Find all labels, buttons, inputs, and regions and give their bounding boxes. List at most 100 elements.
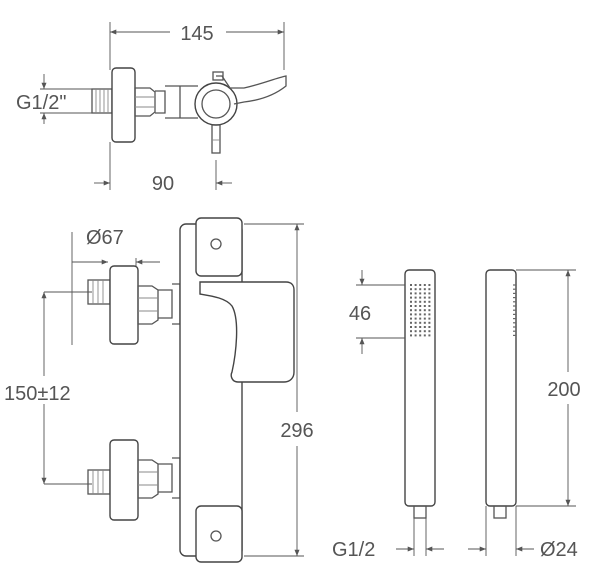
shower-diameter-label: Ø24 [540,539,578,561]
top-thread-label: G1/2" [16,92,66,114]
nozzle-dot [410,292,412,295]
nozzle-dot [423,305,426,307]
nozzle-dot [423,309,426,312]
nozzle-dot [423,296,426,299]
nozzle-dot [419,296,422,299]
nozzle-dot [419,288,422,291]
nozzle-dot [428,300,431,303]
upper-nut [137,285,159,325]
nozzle-dot [428,321,431,324]
nozzle-dot [414,288,417,291]
nozzle-dot [410,313,412,316]
lower-inlet-thread [87,469,111,495]
upper-cap-screw [210,238,222,250]
nozzle-dot [428,334,431,337]
nozzle-dot [410,284,412,286]
dim-150-label: 150±12 [4,383,71,405]
top-rosette [111,67,136,143]
nozzle-dot [423,300,426,303]
top-valve-circle [194,82,238,126]
nozzle-dot [419,300,422,303]
nozzle-dot [423,321,426,324]
dim-296-label: 296 [280,420,313,442]
nozzle-dot [423,292,426,295]
nozzle-dot [428,309,431,312]
nozzle-dot [414,296,417,299]
front-lever [199,281,295,383]
top-view: 145 G1/2" 90 [16,22,287,195]
hand-shower-front: 46 G1/2 [332,269,444,561]
nozzle-dot [419,334,422,337]
nozzle-dot [419,309,422,312]
nozzle-dot [410,288,412,291]
top-body-tube [165,85,198,119]
nozzle-dot [414,309,417,312]
nozzle-dot [428,288,431,291]
side-nozzle-ticks [513,284,516,336]
nozzle-dot [414,313,417,316]
nozzle-dot [423,284,426,286]
spray-nozzles [410,284,431,337]
nozzle-dot [410,305,412,307]
top-outlet [211,124,221,154]
nozzle-dot [414,330,417,333]
lower-rosette [109,439,139,521]
nozzle-dot [423,326,426,328]
lower-cap [195,505,243,563]
nozzle-dot [428,284,431,286]
hand-shower-front-connector [413,505,427,519]
nozzle-dot [419,313,422,316]
nozzle-dot [423,317,426,320]
nozzle-dot [414,326,417,328]
nozzle-dot [428,292,431,295]
nozzle-dot [419,321,422,324]
nozzle-dot [410,330,412,333]
nozzle-dot [414,321,417,324]
nozzle-dot [414,305,417,307]
dim-200-label: 200 [547,379,580,401]
nozzle-dot [414,317,417,320]
nozzle-dot [414,334,417,337]
nozzle-dot [414,284,417,286]
nozzle-dot [419,317,422,320]
lower-cap-screw [210,530,222,542]
lower-nut [137,459,159,499]
nozzle-dot [419,326,422,328]
top-inlet-thread [91,88,113,114]
hand-shower-side: 200 Ø24 [468,269,581,561]
nozzle-dot [423,313,426,316]
nozzle-dot [428,326,431,328]
nozzle-dot [410,321,412,324]
nozzle-dot [428,317,431,320]
top-nut [134,87,156,117]
nozzle-dot [419,292,422,295]
dim-46-label: 46 [349,303,371,325]
nozzle-dot [419,330,422,333]
nozzle-dot [410,326,412,328]
nozzle-dot [419,305,422,307]
nozzle-dot [428,313,431,316]
front-view: Ø67 150±12 [4,217,314,563]
nozzle-dot [410,334,412,337]
nozzle-dot [428,330,431,333]
nozzle-dot [428,305,431,307]
upper-rosette [109,265,139,345]
nozzle-dot [410,317,412,320]
hand-shower-side-body [485,269,517,507]
upper-cap [195,217,243,277]
nozzle-dot [410,300,412,303]
nozzle-dot [419,284,422,286]
shower-thread-label: G1/2 [332,539,375,561]
nozzle-dot [410,309,412,312]
nozzle-dot [423,330,426,333]
top-lever [216,75,287,105]
hand-shower-side-connector [493,505,507,519]
dim-diameter-67-label: Ø67 [86,227,124,249]
nozzle-dot [423,288,426,291]
dim-90-label: 90 [152,173,174,195]
nozzle-dot [410,296,412,299]
nozzle-dot [423,334,426,337]
dim-145-label: 145 [180,23,213,45]
nozzle-dot [428,296,431,299]
